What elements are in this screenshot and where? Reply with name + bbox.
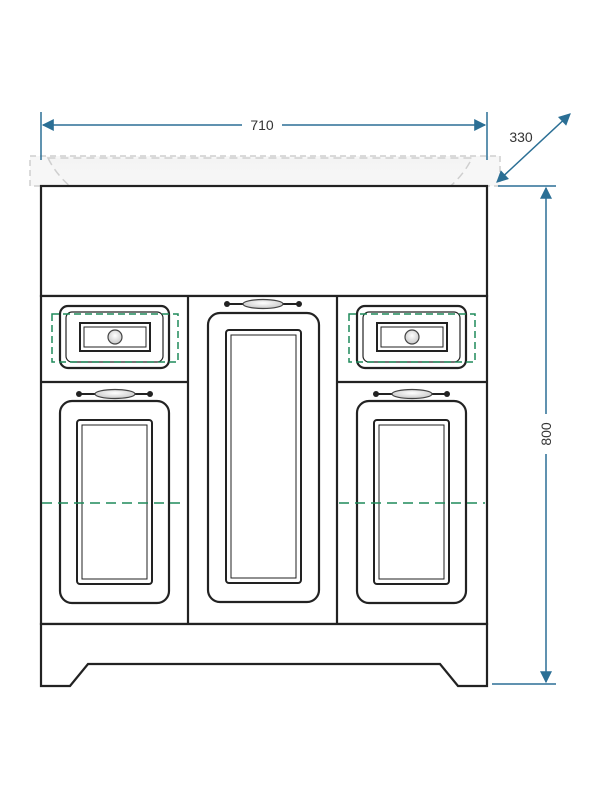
- cabinet-plinth: [39, 622, 489, 688]
- width-label: 710: [250, 117, 274, 133]
- height-dimension: [492, 185, 556, 685]
- depth-dimension-line: [496, 113, 571, 183]
- left-drawer[interactable]: [51, 304, 179, 370]
- right-drawer-hidden-outline: [348, 313, 476, 363]
- right-lower-door[interactable]: [355, 388, 468, 605]
- right-drawer[interactable]: [348, 304, 476, 370]
- left-drawer-hidden-outline: [51, 313, 179, 363]
- depth-label: 330: [509, 129, 533, 145]
- center-door-handle[interactable]: [224, 298, 302, 310]
- depth-dimension: [496, 113, 571, 183]
- right-drawer-knob: [404, 329, 420, 345]
- right-door-handle[interactable]: [373, 388, 450, 400]
- cabinet-upper-section: [39, 184, 489, 298]
- width-dimension: [40, 112, 488, 160]
- center-door[interactable]: [206, 298, 321, 604]
- left-drawer-knob: [107, 329, 123, 345]
- left-door-handle[interactable]: [76, 388, 153, 400]
- height-label: 800: [538, 422, 554, 446]
- left-lower-door[interactable]: [58, 388, 171, 605]
